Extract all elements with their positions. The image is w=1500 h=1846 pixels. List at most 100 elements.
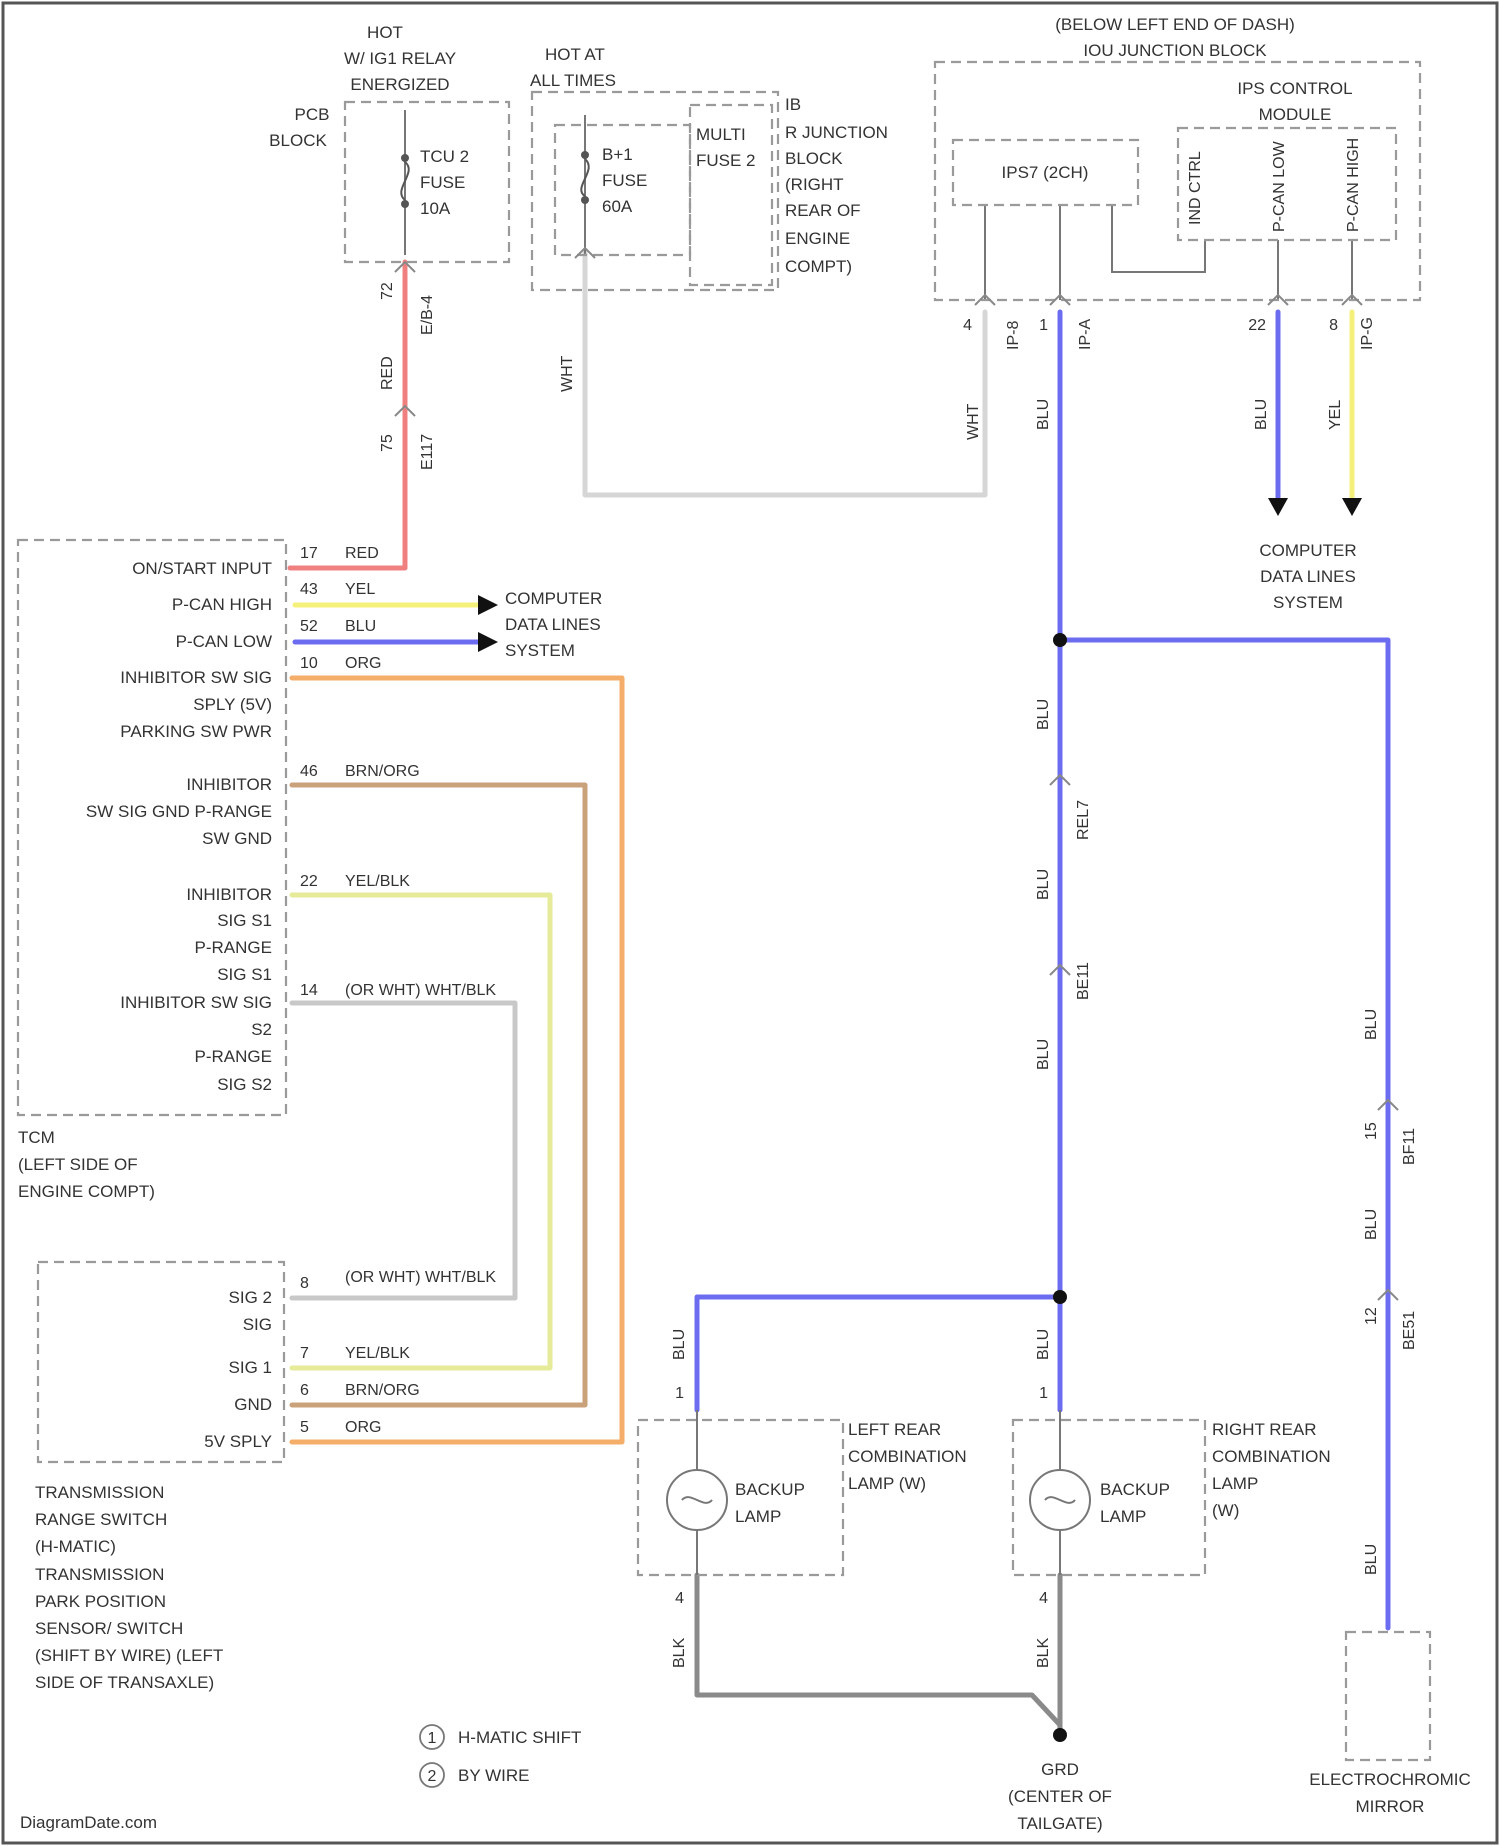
computer-data-label: COMPUTER <box>505 589 602 608</box>
wire-color: RED <box>345 545 379 562</box>
wire-color: YEL <box>345 581 375 598</box>
arrow-icon <box>1268 498 1288 516</box>
pin-number: 8 <box>1329 317 1338 334</box>
wire-color: BLU <box>1363 1209 1380 1240</box>
ground-title: TAILGATE) <box>1017 1814 1102 1833</box>
trs-title: (SHIFT BY WIRE) (LEFT <box>35 1646 223 1665</box>
ground-label: GRD (CENTER OF TAILGATE) <box>1008 1760 1112 1833</box>
hot-label: ENERGIZED <box>350 75 449 94</box>
arrow-icon <box>478 632 498 652</box>
ips-pin: P-CAN LOW <box>1271 140 1288 232</box>
pin-number: 22 <box>1248 317 1266 334</box>
wire-color: BLU <box>671 1329 688 1360</box>
connector-id: E/B-4 <box>419 295 436 335</box>
legend-num: 2 <box>428 1768 437 1785</box>
block-label: BLOCK <box>269 131 327 150</box>
junction-label: IB <box>785 95 801 114</box>
fuse-label: 60A <box>602 197 633 216</box>
tcm-pin-name: SW SIG GND P-RANGE <box>86 802 272 821</box>
wire-wht-blk <box>292 1003 515 1298</box>
computer-data-label: SYSTEM <box>505 641 575 660</box>
pin-number: 7 <box>300 1345 309 1362</box>
legend: 1 H-MATIC SHIFT 2 BY WIRE <box>420 1725 581 1787</box>
pin-number: 12 <box>1363 1307 1380 1325</box>
wire-color: WHT <box>559 355 576 392</box>
trs-pin-name: SIG <box>243 1315 272 1334</box>
lamp-pins: 1 4 1 4 <box>675 1385 1048 1607</box>
tcm-pin-name: SIG S1 <box>217 965 272 984</box>
wire-color: BLU <box>1363 1544 1380 1575</box>
tcm-pin-name: SIG S2 <box>217 1075 272 1094</box>
computer-data-label: DATA LINES <box>1260 567 1356 586</box>
pin-number: 46 <box>300 763 318 780</box>
fuse-label: FUSE <box>420 173 465 192</box>
left-lamp-labels: BACKUP LAMP LEFT REAR COMBINATION LAMP (… <box>735 1420 967 1526</box>
trs-title: SENSOR/ SWITCH <box>35 1619 183 1638</box>
alltimes-labels: HOT AT ALL TIMES B+1 FUSE 60A MULTI FUSE… <box>530 45 888 276</box>
bulb-label: LAMP <box>735 1507 781 1526</box>
bulb-label: BACKUP <box>735 1480 805 1499</box>
ib-junction-outer-box <box>532 92 778 290</box>
wire-blk-ground <box>697 1575 1060 1735</box>
tcm-pin-name: PARKING SW PWR <box>120 722 272 741</box>
splice-dot <box>1053 1290 1067 1304</box>
pin-number: 1 <box>675 1385 684 1402</box>
wire-color: BLK <box>671 1637 688 1668</box>
fuse-label: TCU 2 <box>420 147 469 166</box>
multifuse-label: FUSE 2 <box>696 151 756 170</box>
hot-label: W/ IG1 RELAY <box>344 49 456 68</box>
trs-pin-name: SIG 2 <box>229 1288 272 1307</box>
wire-color: BLU <box>1363 1009 1380 1040</box>
trs-pin-name: GND <box>234 1395 272 1414</box>
watermark: DiagramDate.com <box>20 1813 157 1832</box>
mirror-title: MIRROR <box>1356 1797 1425 1816</box>
wire-color: BLU <box>1035 1039 1052 1070</box>
tcm-pin-name: INHIBITOR SW SIG <box>120 668 272 687</box>
tcm-pin-name: SPLY (5V) <box>193 695 272 714</box>
tcm-pin-nums: 17 43 52 10 46 22 14 <box>300 545 318 999</box>
connector-id: IP-8 <box>1005 321 1022 350</box>
pin-number: 4 <box>675 1590 684 1607</box>
tcm-pin-name: S2 <box>251 1020 272 1039</box>
fuse-label: 10A <box>420 199 451 218</box>
wire-color: (OR WHT) WHT/BLK <box>345 1269 496 1286</box>
pin-number: 1 <box>1039 1385 1048 1402</box>
pin-number: 17 <box>300 545 318 562</box>
wire-color: BLU <box>1035 399 1052 430</box>
trs-title: RANGE SWITCH <box>35 1510 167 1529</box>
trs-title: PARK POSITION <box>35 1592 166 1611</box>
wire-color: BLU <box>1035 699 1052 730</box>
ground-title: GRD <box>1041 1760 1079 1779</box>
connector-id: IP-A <box>1077 319 1094 350</box>
junction-label: REAR OF <box>785 201 861 220</box>
mirror-title: ELECTROCHROMIC <box>1309 1770 1471 1789</box>
ips-pin: IND CTRL <box>1187 151 1204 225</box>
wire-brn-org <box>292 785 585 1405</box>
pin-number: 15 <box>1363 1122 1380 1140</box>
tcm-pin-name: P-CAN LOW <box>176 632 272 651</box>
wire-color: BLU <box>345 618 376 635</box>
tcm-label: TCM (LEFT SIDE OF ENGINE COMPT) <box>18 1128 155 1201</box>
lamp-title: COMBINATION <box>1212 1447 1331 1466</box>
computer-data-label: COMPUTER <box>1259 541 1356 560</box>
ground-title: (CENTER OF <box>1008 1787 1112 1806</box>
tcm-pin-name: P-RANGE <box>195 938 272 957</box>
legend-num: 1 <box>428 1730 437 1747</box>
wire-color: BLU <box>1035 1329 1052 1360</box>
ips-out-pins: 4 IP-8 1 IP-A 22 8 IP-G <box>963 317 1376 350</box>
trs-title: (H-MATIC) <box>35 1537 116 1556</box>
pin-number: 4 <box>963 317 972 334</box>
wire-color: BLU <box>1035 869 1052 900</box>
connector-id: E117 <box>419 434 436 470</box>
mirror-label: ELECTROCHROMIC MIRROR <box>1309 1770 1471 1816</box>
pin-number: 52 <box>300 618 318 635</box>
trs-wire-colors: (OR WHT) WHT/BLK YEL/BLK BRN/ORG ORG <box>345 1269 496 1436</box>
tcm-pin-name: SIG S1 <box>217 911 272 930</box>
bulb-label: LAMP <box>1100 1507 1146 1526</box>
pin-number: 72 <box>379 282 396 300</box>
bulb-label: BACKUP <box>1100 1480 1170 1499</box>
top-fuse-labels: HOT W/ IG1 RELAY ENERGIZED PCB BLOCK <box>269 23 456 150</box>
pin-number: 8 <box>300 1275 309 1292</box>
lamp-title: COMBINATION <box>848 1447 967 1466</box>
